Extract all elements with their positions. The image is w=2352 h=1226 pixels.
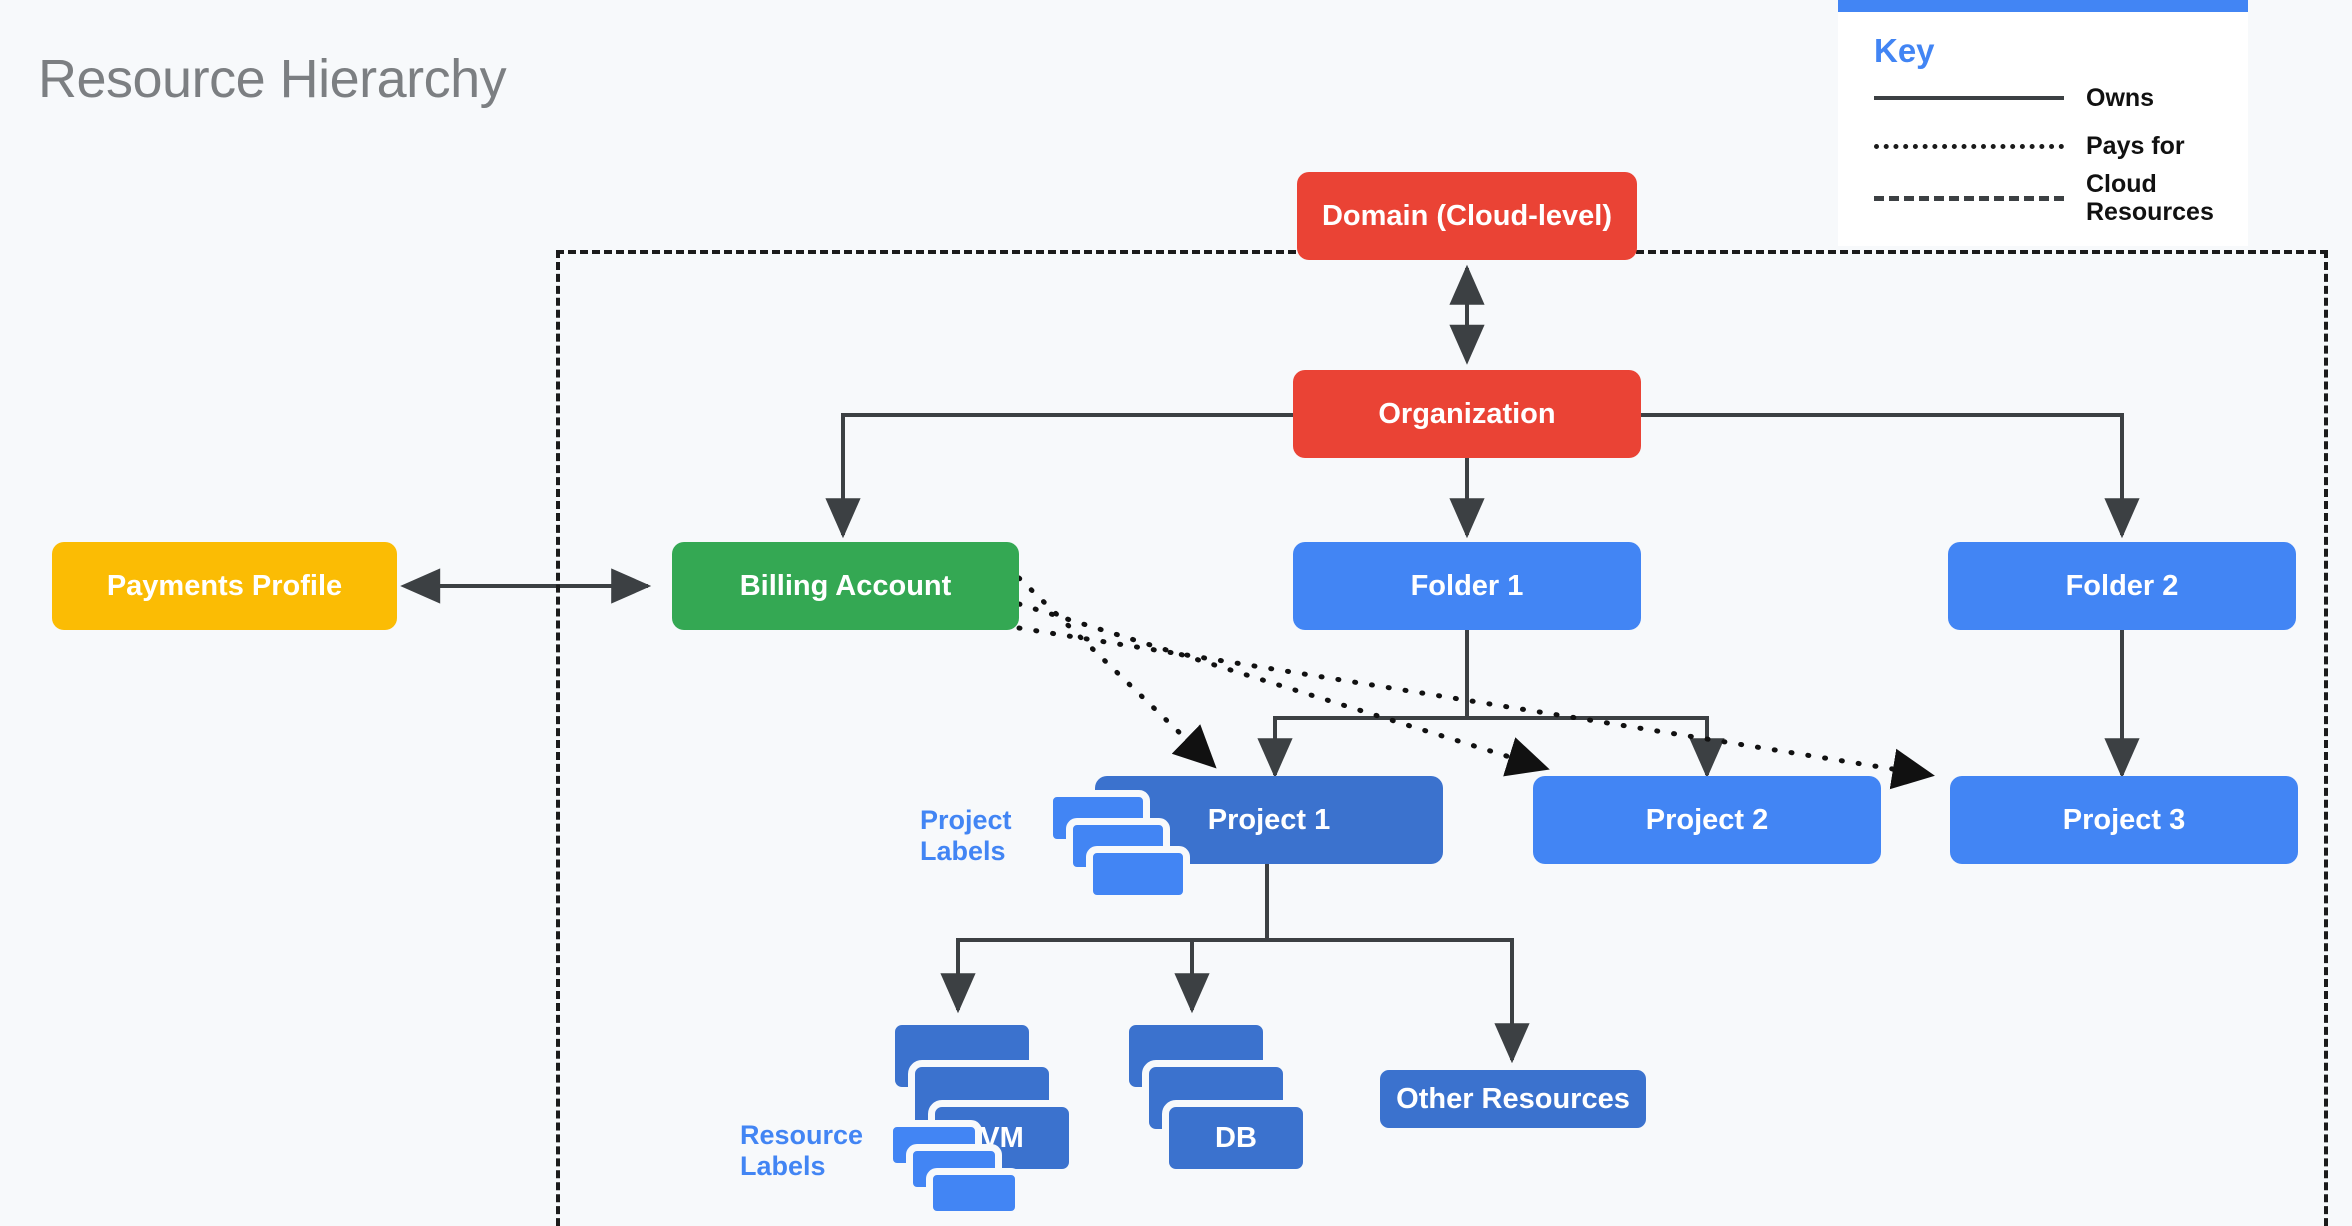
legend-key: Key Owns Pays for Cloud Resources bbox=[1838, 0, 2248, 246]
legend-title: Key bbox=[1874, 32, 1935, 69]
legend-label-owns: Owns bbox=[2086, 84, 2155, 112]
resource-labels-line-1: Resource bbox=[740, 1120, 864, 1150]
project-labels-line-1: Project bbox=[920, 805, 1012, 835]
node-db[interactable]: DB bbox=[1162, 1100, 1310, 1176]
resource-labels-caption: Resource Labels bbox=[740, 1120, 863, 1182]
resource-labels-line-2: Labels bbox=[740, 1151, 826, 1182]
legend-row-owns: Owns bbox=[1874, 74, 2230, 122]
node-project-3[interactable]: Project 3 bbox=[1950, 776, 2298, 864]
legend-row-cloud-resources: Cloud Resources bbox=[1874, 170, 2230, 226]
legend-dotted-line-icon bbox=[1874, 143, 2064, 149]
node-project-2[interactable]: Project 2 bbox=[1533, 776, 1881, 864]
node-domain[interactable]: Domain (Cloud-level) bbox=[1297, 172, 1637, 260]
legend-row-pays-for: Pays for bbox=[1874, 122, 2230, 170]
page-title: Resource Hierarchy bbox=[38, 49, 507, 109]
project-labels-caption: Project Labels bbox=[920, 805, 1012, 867]
node-folder-2[interactable]: Folder 2 bbox=[1948, 542, 2296, 630]
node-billing-account[interactable]: Billing Account bbox=[672, 542, 1019, 630]
resource-label-tag-3[interactable] bbox=[926, 1168, 1022, 1218]
legend-solid-line-icon bbox=[1874, 96, 2064, 100]
node-other-resources[interactable]: Other Resources bbox=[1373, 1063, 1653, 1135]
project-label-tag-3[interactable] bbox=[1086, 846, 1190, 902]
node-folder-1[interactable]: Folder 1 bbox=[1293, 542, 1641, 630]
legend-label-pays-for: Pays for bbox=[2086, 132, 2185, 160]
project-labels-line-2: Labels bbox=[920, 836, 1006, 867]
node-organization[interactable]: Organization bbox=[1293, 370, 1641, 458]
legend-label-cloud-resources: Cloud Resources bbox=[2086, 170, 2214, 226]
node-payments-profile[interactable]: Payments Profile bbox=[52, 542, 397, 630]
legend-dashed-line-icon bbox=[1874, 195, 2064, 201]
